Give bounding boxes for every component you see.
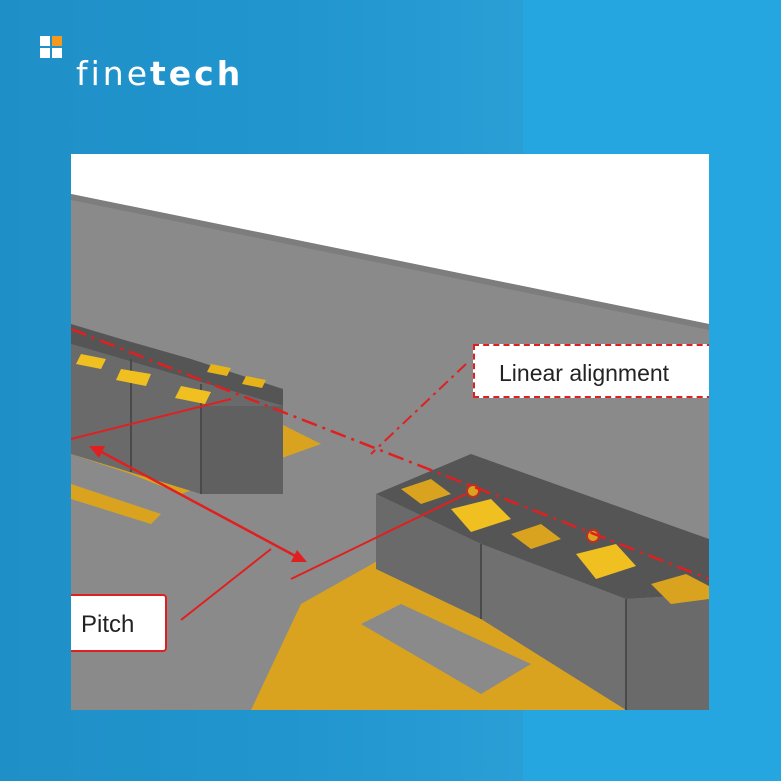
pitch-guide-lower <box>290 493 467 580</box>
pitch-arrowhead-end <box>291 550 307 562</box>
right-pad <box>401 479 451 504</box>
left-pad <box>175 386 211 404</box>
right-row-front-2 <box>481 544 626 710</box>
right-pad-bright <box>576 544 636 579</box>
alignment-illustration: Linear alignment Pitch <box>71 154 709 710</box>
component-render <box>71 194 709 710</box>
right-pad <box>651 574 709 604</box>
right-pad <box>511 524 561 549</box>
left-row-top <box>71 324 283 406</box>
left-trace-pad-lower <box>71 484 161 524</box>
pitch-label: Pitch <box>71 594 167 652</box>
pitch-arrow <box>95 447 302 561</box>
linear-alignment-label: Linear alignment <box>473 344 709 398</box>
left-pad <box>207 364 231 376</box>
pitch-arrowhead-start <box>89 446 105 458</box>
pitch-guide-upper <box>71 398 232 440</box>
left-pad <box>76 354 106 369</box>
floor-shadow-edge <box>71 194 709 330</box>
right-row-front-3 <box>626 594 709 710</box>
brand-name-bold: tech <box>150 54 244 93</box>
left-pad <box>242 376 266 388</box>
left-pad <box>116 369 151 386</box>
right-pad-bright <box>451 499 511 532</box>
callout-leader-linear <box>370 363 467 455</box>
right-trace-slot <box>361 604 531 694</box>
callout-leader-pitch <box>180 548 272 621</box>
brand-name-light: fine <box>76 54 151 93</box>
linear-alignment-guide <box>71 327 709 581</box>
bump-ring <box>466 484 480 498</box>
left-row-side <box>201 406 283 494</box>
four-squares-logo-icon <box>40 36 62 58</box>
brand-name: finetech <box>76 54 243 93</box>
